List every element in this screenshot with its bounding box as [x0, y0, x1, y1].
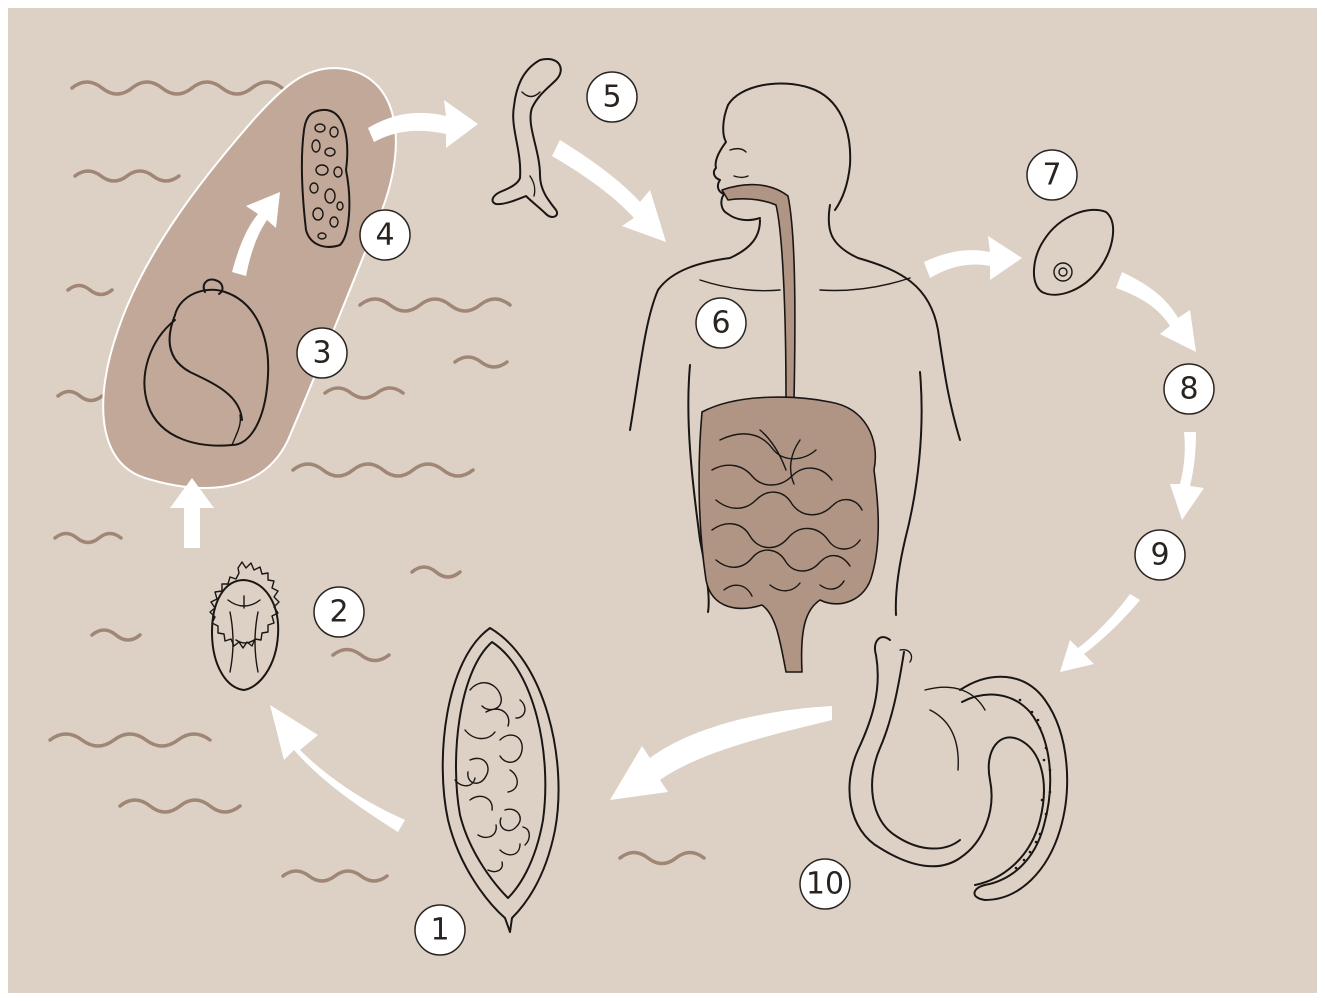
stage-number-5: 5 — [602, 80, 621, 115]
stage-number-4: 4 — [375, 218, 394, 253]
stage-badge-9: 9 — [1135, 530, 1185, 580]
stage-badge-7: 7 — [1027, 150, 1077, 200]
stage-badge-2: 2 — [314, 587, 364, 637]
stage-number-2: 2 — [329, 595, 348, 630]
stage-badge-4: 4 — [360, 210, 410, 260]
stage-number-9: 9 — [1150, 538, 1169, 573]
stage-number-8: 8 — [1179, 372, 1198, 407]
stage-number-7: 7 — [1042, 158, 1061, 193]
stage-badge-10: 10 — [800, 859, 850, 909]
stage-number-1: 1 — [430, 913, 449, 948]
stage-number-10: 10 — [806, 867, 844, 902]
stage-badge-6: 6 — [696, 298, 746, 348]
stage-badge-8: 8 — [1164, 364, 1214, 414]
stage-badge-3: 3 — [297, 328, 347, 378]
stage-number-6: 6 — [711, 306, 730, 341]
stage-number-3: 3 — [312, 336, 331, 371]
stage-badge-1: 1 — [415, 905, 465, 955]
stage-badge-5: 5 — [587, 72, 637, 122]
